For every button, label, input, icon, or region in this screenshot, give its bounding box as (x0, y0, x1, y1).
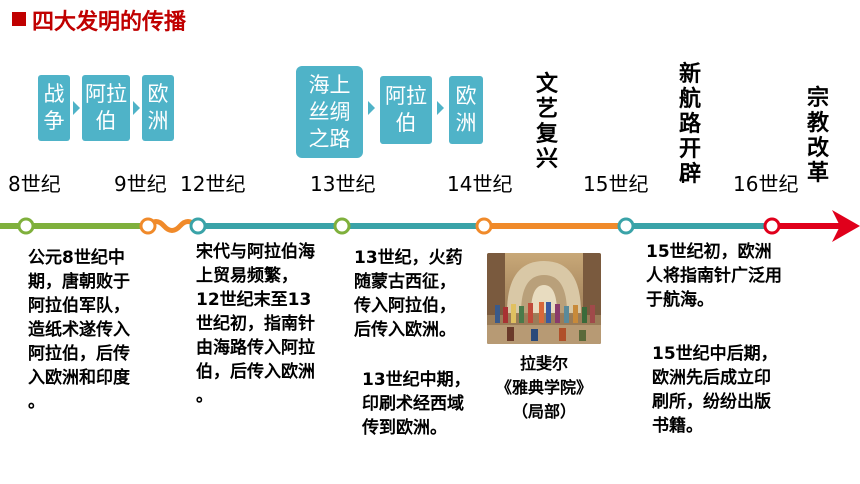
desc-papermaking: 公元8世纪中期，唐朝败于阿拉伯军队，造纸术遂传入阿拉伯，后传入欧洲和印度。 (28, 248, 130, 412)
painting-caption: 拉斐尔 《雅典学院》 （局部） (495, 354, 592, 421)
timeline-node-15 (617, 217, 635, 235)
route1-box-europe: 欧洲 (142, 75, 174, 141)
event-renaissance: 文艺复兴 (535, 72, 558, 172)
route2-box-arabia: 阿拉伯 (380, 76, 432, 144)
desc-printing-houses: 15世纪中后期，欧洲先后成立印刷所，纷纷出版书籍。 (652, 344, 778, 436)
timeline (0, 210, 860, 242)
desc-gunpowder: 13世纪，火药随蒙古西征，传入阿拉伯，后传入欧洲。 (354, 248, 463, 340)
route2-box-europe: 欧洲 (449, 76, 483, 144)
timeline-node-9 (139, 217, 157, 235)
timeline-segment-wave (146, 219, 198, 233)
century-label-12: 12世纪 (180, 172, 246, 196)
event-new-sea-route: 新航路开辟 (678, 62, 701, 187)
page-title: 四大发明的传播 (32, 10, 187, 35)
century-label-9: 9世纪 (114, 172, 167, 196)
timeline-arrowhead (832, 210, 860, 242)
timeline-node-13 (333, 217, 351, 235)
century-label-14: 14世纪 (447, 172, 513, 196)
desc-printing: 13世纪中期，印刷术经西域传到欧洲。 (362, 370, 471, 438)
desc-compass-navigation: 15世纪初，欧洲人将指南针广泛用于航海。 (646, 242, 782, 310)
route1-arrow-1 (73, 101, 80, 115)
route2-arrow-2 (437, 101, 444, 115)
event-reformation: 宗教改革 (806, 86, 829, 186)
century-label-8: 8世纪 (8, 172, 61, 196)
timeline-node-8 (17, 217, 35, 235)
century-label-16: 16世纪 (733, 172, 799, 196)
timeline-node-16 (763, 217, 781, 235)
route2-box-maritime-silk-road: 海上丝绸之路 (296, 66, 363, 158)
route1-arrow-2 (133, 101, 140, 115)
route1-box-arabia: 阿拉伯 (82, 75, 130, 141)
century-label-13: 13世纪 (310, 172, 376, 196)
century-label-15: 15世纪 (583, 172, 649, 196)
timeline-node-14 (475, 217, 493, 235)
route2-arrow-1 (368, 101, 375, 115)
timeline-node-12 (189, 217, 207, 235)
school-of-athens-painting (487, 253, 601, 344)
route1-box-war: 战争 (38, 75, 70, 141)
title-marker (12, 12, 26, 26)
